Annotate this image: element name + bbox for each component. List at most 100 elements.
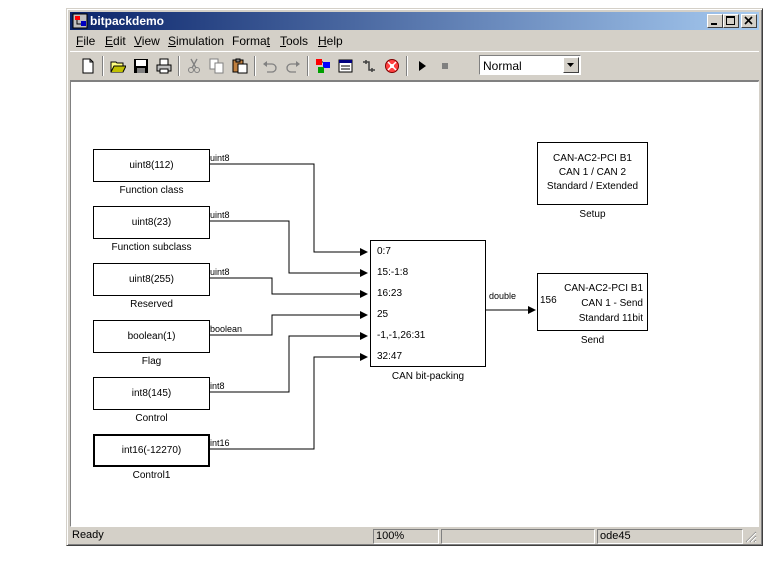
signal-label: uint8	[210, 267, 230, 277]
constant-block[interactable]: uint8(112)	[93, 149, 210, 182]
block-label: CAN bit-packing	[391, 371, 465, 382]
block-label: Reserved	[130, 299, 173, 310]
start-simulation-button[interactable]	[411, 55, 433, 77]
debugger-button[interactable]	[358, 55, 380, 77]
copy-button[interactable]	[206, 55, 228, 77]
constant-block[interactable]: boolean(1)	[93, 320, 210, 353]
toolbar-separator	[307, 56, 309, 76]
library-browser-icon	[316, 59, 330, 73]
block-text: Standard 11bit	[578, 313, 643, 324]
print-icon	[156, 58, 172, 74]
status-text: Ready	[72, 529, 104, 541]
block-label: Flag	[141, 356, 162, 367]
menu-file[interactable]: File	[76, 34, 96, 48]
signal-label: double	[489, 291, 517, 301]
new-icon	[82, 58, 94, 74]
menu-view[interactable]: View	[134, 34, 160, 48]
target-icon	[385, 59, 399, 73]
input-port-label: 32:47	[377, 351, 403, 362]
redo-button[interactable]	[282, 55, 304, 77]
signal-lines	[209, 163, 536, 450]
close-icon	[744, 16, 753, 25]
can-bit-packing-block[interactable]: 0:7 15:-1:8 16:23 25 -1,-1,26:31 32:47	[370, 240, 486, 367]
input-port-label: 15:-1:8	[377, 267, 409, 278]
status-bar: Ready 100% ode45	[70, 529, 759, 544]
block-text: int8(145)	[131, 388, 172, 399]
signal-line[interactable]	[209, 332, 368, 393]
signal-line[interactable]	[209, 311, 368, 336]
stop-icon	[442, 63, 448, 69]
simulation-mode-select[interactable]: Normal	[479, 55, 581, 75]
model-explorer-button[interactable]	[335, 55, 357, 77]
signal-line[interactable]	[209, 353, 368, 450]
library-browser-button[interactable]	[312, 55, 334, 77]
block-text: Standard / Extended	[546, 181, 639, 192]
menu-edit[interactable]: Edit	[105, 34, 126, 48]
constant-block[interactable]: uint8(255)	[93, 263, 210, 296]
target-button[interactable]	[381, 55, 403, 77]
cut-button[interactable]	[183, 55, 205, 77]
block-label: Function subclass	[111, 242, 192, 253]
signal-line[interactable]	[209, 277, 368, 298]
can-send-block[interactable]: 156 CAN-AC2-PCI B1 CAN 1 - Send Standard…	[537, 273, 648, 331]
paste-icon	[232, 58, 248, 74]
minimize-icon	[711, 23, 717, 25]
block-label: Control1	[132, 470, 171, 481]
block-text: CAN-AC2-PCI B1	[564, 283, 643, 294]
constant-block[interactable]: int16(-12270)	[93, 434, 210, 467]
simulink-app-icon	[72, 13, 88, 29]
block-text: uint8(112)	[129, 160, 174, 171]
input-port-label: 156	[540, 295, 557, 306]
start-icon	[419, 61, 426, 71]
model-explorer-icon	[338, 59, 353, 73]
resize-grip-icon[interactable]	[745, 531, 757, 543]
signal-line[interactable]	[209, 220, 368, 277]
close-button[interactable]	[741, 14, 757, 28]
undo-button[interactable]	[259, 55, 281, 77]
stop-simulation-button[interactable]	[434, 55, 456, 77]
simulation-mode-value: Normal	[483, 59, 522, 73]
block-label: Control	[135, 413, 168, 424]
block-text: CAN-AC2-PCI B1	[553, 153, 632, 164]
menu-simulation[interactable]: Simulation	[168, 34, 225, 48]
maximize-icon	[726, 16, 735, 25]
status-middle	[441, 529, 595, 544]
debugger-icon	[363, 60, 375, 72]
menu-tools[interactable]: Tools	[280, 34, 309, 48]
block-text: CAN 1 / CAN 2	[558, 167, 627, 178]
minimize-button[interactable]	[707, 14, 723, 28]
signal-label: int16	[210, 438, 230, 448]
maximize-button[interactable]	[723, 14, 739, 28]
window-title: bitpackdemo	[90, 14, 165, 28]
signal-label: int8	[210, 381, 225, 391]
block-diagram-canvas[interactable]: uint8(112) Function class uint8 uint8(23…	[70, 81, 759, 527]
open-button[interactable]	[107, 55, 129, 77]
save-button[interactable]	[130, 55, 152, 77]
model-window: bitpackdemo File Edit View Simulation Fo…	[66, 8, 763, 546]
open-icon	[110, 61, 126, 73]
input-port-label: 25	[377, 309, 389, 320]
paste-button[interactable]	[229, 55, 251, 77]
menu-help[interactable]: Help	[318, 34, 343, 48]
toolbar-separator	[178, 56, 180, 76]
constant-block[interactable]: int8(145)	[93, 377, 210, 410]
block-text: uint8(255)	[128, 274, 175, 285]
menu-format[interactable]: Format	[232, 34, 271, 48]
cut-icon	[188, 58, 200, 73]
title-bar[interactable]: bitpackdemo	[70, 12, 759, 30]
block-label: Function class	[119, 185, 184, 196]
signal-line[interactable]	[209, 163, 368, 256]
undo-icon	[263, 61, 277, 73]
dropdown-button[interactable]	[563, 57, 579, 73]
signal-label: uint8	[210, 153, 230, 163]
chevron-down-icon	[567, 63, 574, 67]
constant-block[interactable]: uint8(23)	[93, 206, 210, 239]
print-button[interactable]	[153, 55, 175, 77]
input-port-label: 16:23	[377, 288, 403, 299]
new-button[interactable]	[77, 55, 99, 77]
block-label: Send	[580, 335, 605, 346]
can-setup-block[interactable]: CAN-AC2-PCI B1 CAN 1 / CAN 2 Standard / …	[537, 142, 648, 205]
block-text: CAN 1 - Send	[581, 298, 643, 309]
menu-bar: File Edit View Simulation Format Tools H…	[70, 31, 759, 50]
toolbar	[70, 51, 759, 81]
